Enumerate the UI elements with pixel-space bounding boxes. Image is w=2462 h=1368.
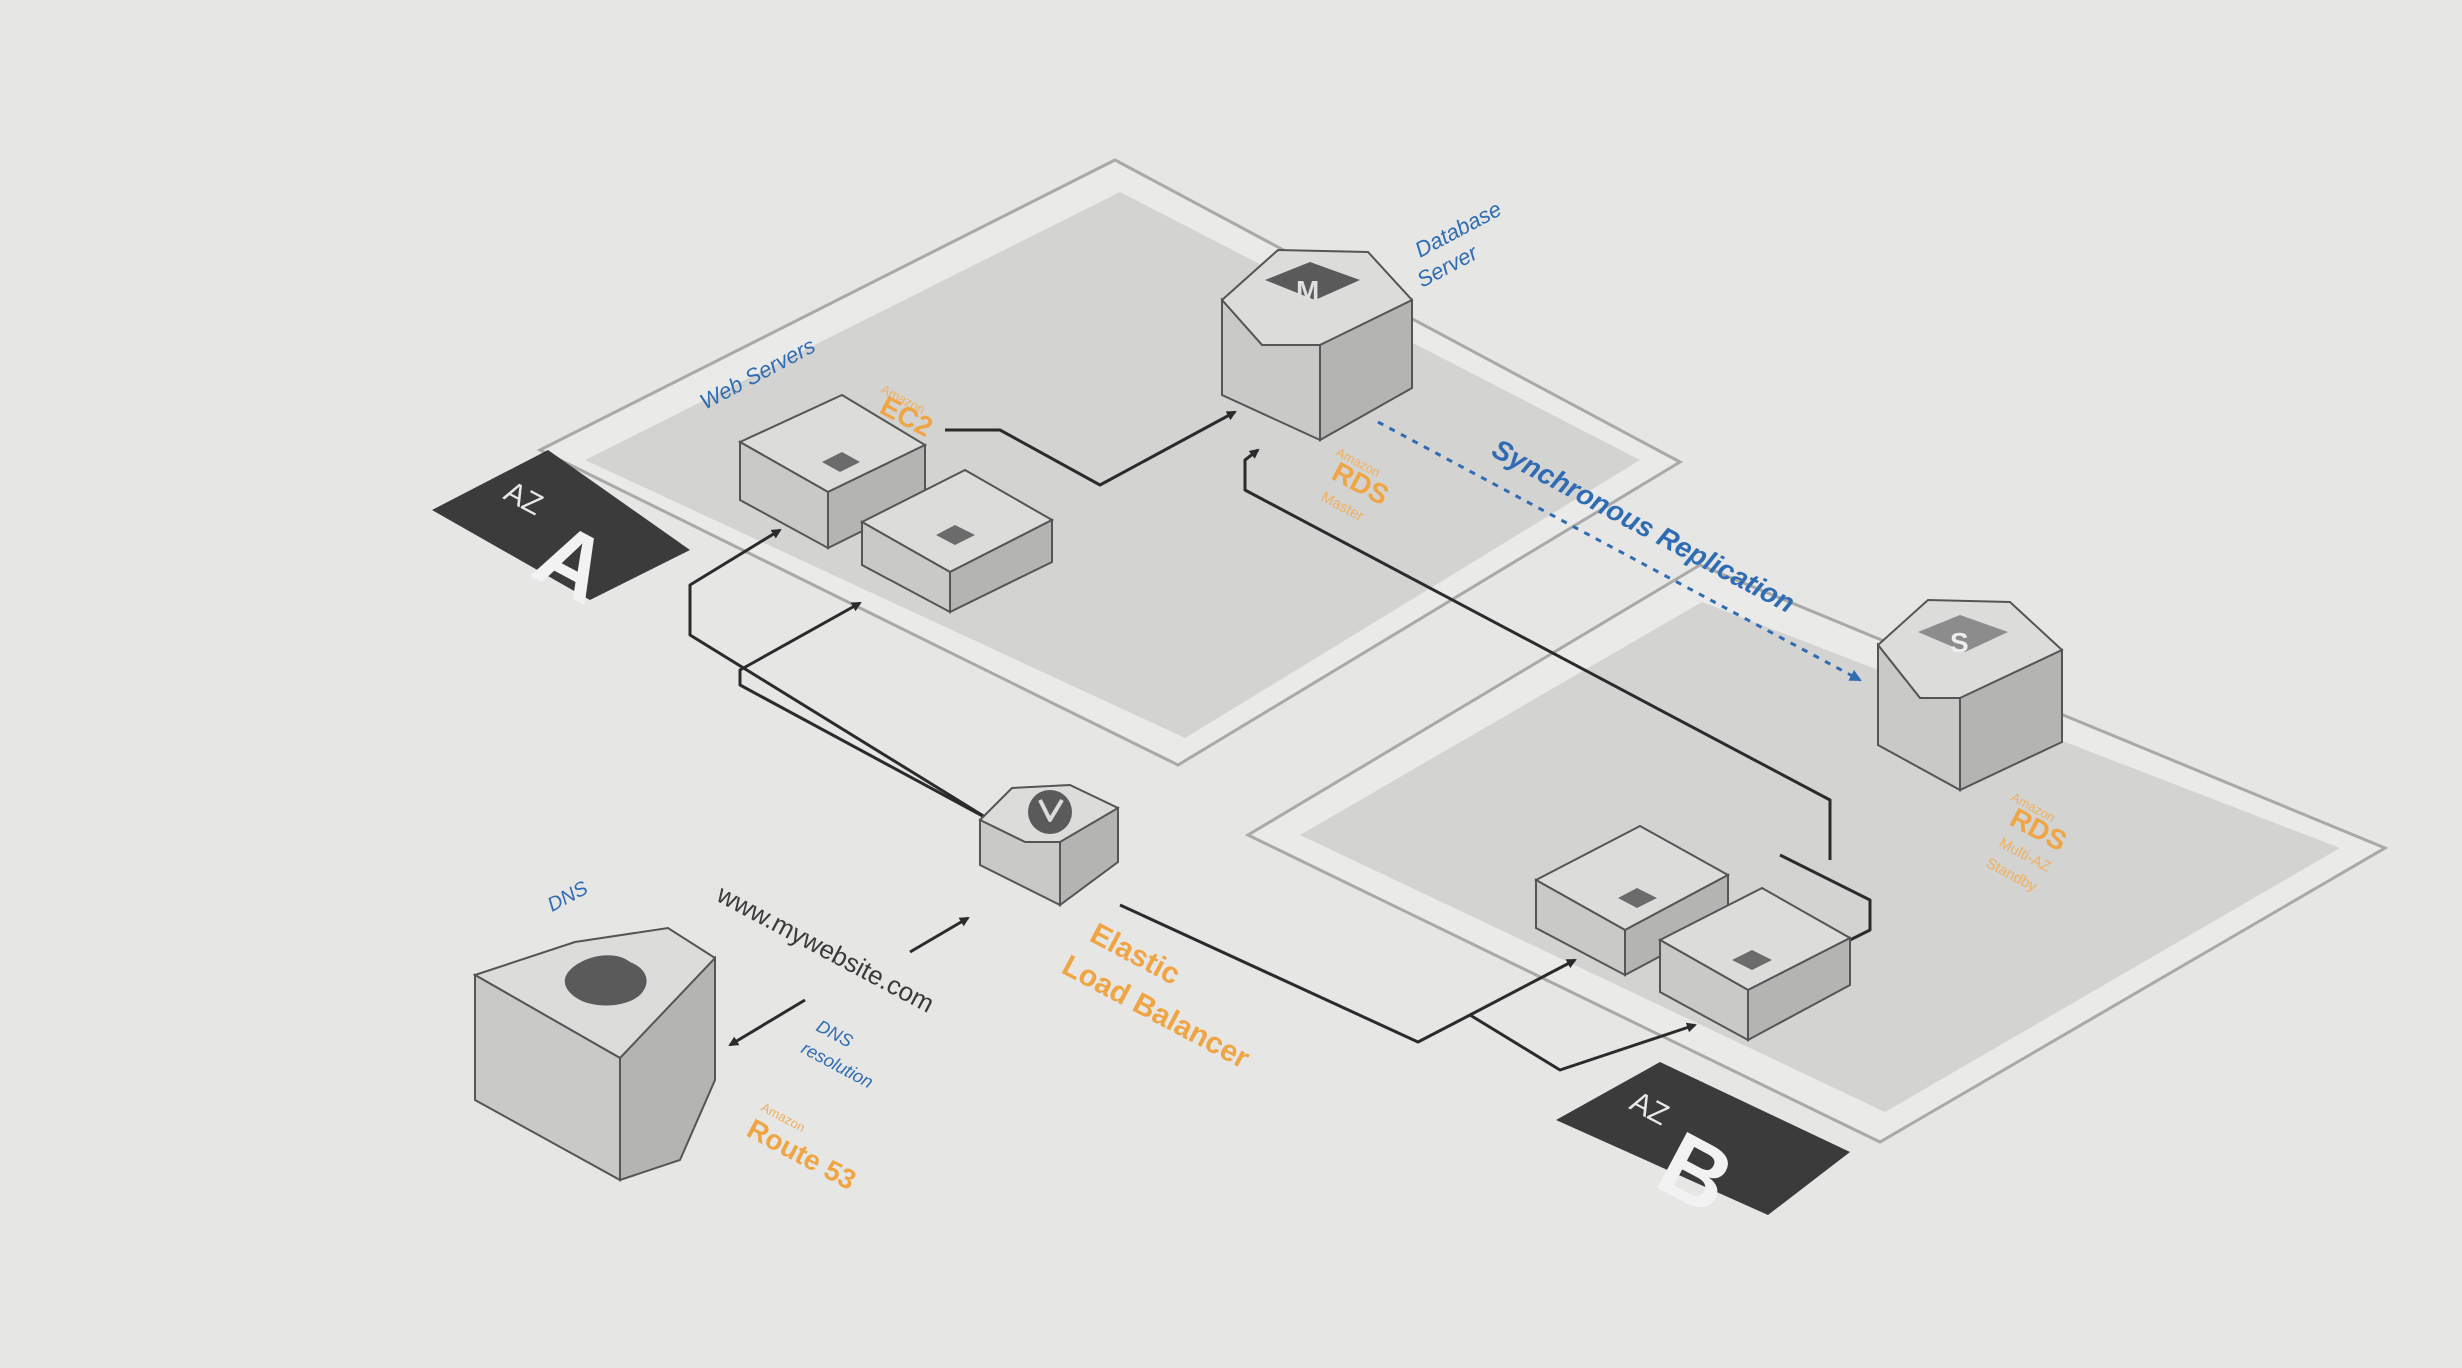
rds-standby-database[interactable]: S [1876, 598, 2064, 792]
connection-lines [688, 410, 1872, 1072]
route53-icon [564, 955, 647, 1006]
rds-master-icon: M [1296, 275, 1319, 306]
elastic-load-balancer[interactable] [978, 783, 1120, 907]
replication-arrow [1377, 420, 1862, 682]
dns-label: DNS [544, 877, 592, 917]
route53-dns-server[interactable] [472, 926, 717, 1182]
web-server-a2[interactable] [859, 468, 1055, 614]
web-server-b1[interactable] [1533, 824, 1731, 977]
web-server-b2[interactable] [1657, 886, 1853, 1042]
rds-standby-icon: S [1950, 627, 1969, 658]
website-url: www.mywebsite.com [711, 878, 939, 1018]
availability-zone-b [1244, 563, 2389, 1144]
web-server-a1[interactable] [737, 393, 928, 550]
rds-master-database[interactable]: M [1220, 248, 1414, 442]
